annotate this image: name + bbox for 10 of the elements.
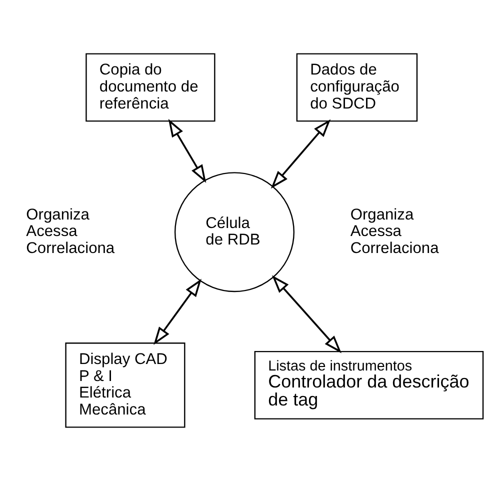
node-box: Dados de configuração do SDCD: [296, 53, 418, 122]
label: Organiza Acessa Correlaciona: [26, 206, 115, 257]
label: Organiza Acessa Correlaciona: [350, 206, 439, 257]
arrow: [270, 119, 331, 189]
arrow: [154, 278, 202, 345]
node-box: Listas de instrumentos Controlador da descrição de tag: [254, 350, 484, 420]
arrow: [168, 118, 206, 183]
arrow: [272, 275, 342, 354]
node-box: Display CAD P & I Elétrica Mecânica: [65, 342, 186, 428]
node-box: Copia do documento de referência: [86, 53, 216, 122]
